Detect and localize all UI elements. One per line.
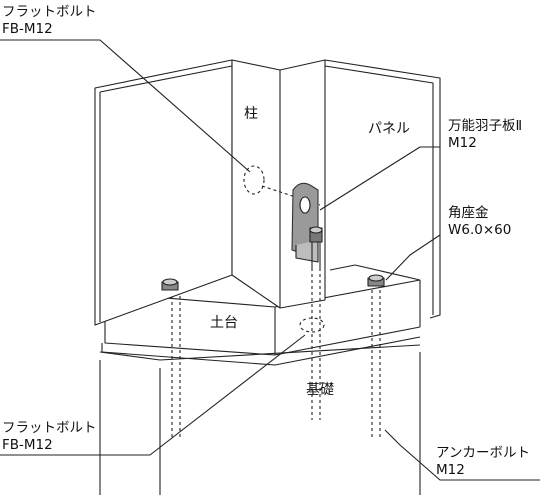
flat-bolt-shaft xyxy=(299,242,325,420)
callout-bracket: 万能羽子板Ⅱ M12 xyxy=(448,118,522,152)
callout-flat-bolt-bottom-name: フラットボルト xyxy=(2,420,97,436)
callout-square-washer: 角座金 W6.0×60 xyxy=(448,205,511,239)
callout-flat-bolt-bottom-spec: FB-M12 xyxy=(2,437,53,453)
anchor-bolt-right xyxy=(367,274,385,440)
leader-lines xyxy=(0,39,540,481)
bracket-nut xyxy=(309,226,323,243)
sill-label: 土台 xyxy=(210,315,238,331)
callout-anchor-bolt: アンカーボルト M12 xyxy=(436,445,530,479)
foundation-label: 基礎 xyxy=(306,382,334,398)
bracket-plate xyxy=(291,182,319,263)
anchor-bolt-left-nut xyxy=(161,278,179,291)
callout-bracket-name: 万能羽子板Ⅱ xyxy=(448,118,523,134)
callout-bracket-spec: M12 xyxy=(448,135,477,151)
foundation-concrete xyxy=(99,344,421,495)
callout-flat-bolt-bottom: フラットボルト FB-M12 xyxy=(2,420,97,454)
panel-label: パネル xyxy=(368,121,410,137)
callout-anchor-bolt-spec: M12 xyxy=(436,462,465,478)
callout-anchor-bolt-name: アンカーボルト xyxy=(436,445,530,461)
callout-flat-bolt-top: フラットボルト FB-M12 xyxy=(2,4,97,38)
callout-flat-bolt-top-spec: FB-M12 xyxy=(2,21,53,37)
callout-square-washer-spec: W6.0×60 xyxy=(448,222,512,238)
anchor-bolt-left xyxy=(171,290,181,440)
callout-square-washer-name: 角座金 xyxy=(448,205,489,221)
callout-flat-bolt-top-name: フラットボルト xyxy=(2,4,97,20)
pillar-label: 柱 xyxy=(244,106,258,122)
pillar-post xyxy=(231,59,326,309)
